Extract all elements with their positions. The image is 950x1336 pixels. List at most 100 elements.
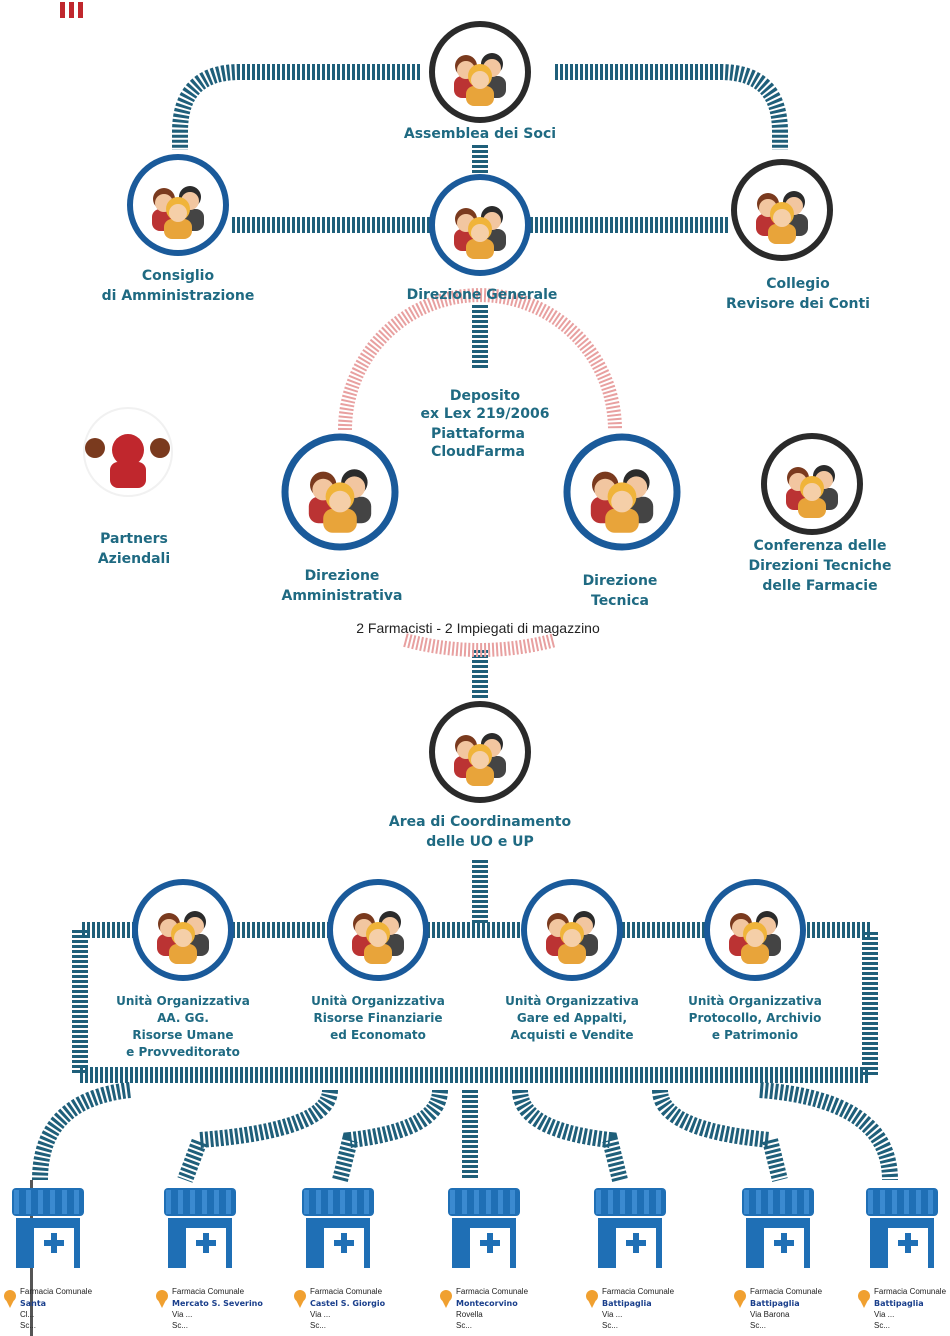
pharmacy-label-4: Sc... — [602, 1321, 618, 1330]
node-partners: Partners Aziendali — [83, 407, 173, 567]
unit-label-line: e Patrimonio — [712, 1028, 798, 1042]
pharmacy-label-4: Sc... — [310, 1321, 326, 1330]
connector-assemblea-consiglio — [172, 64, 420, 150]
unit-label-line: Gare ed Appalti, — [517, 1011, 627, 1025]
pharmacy-label-3: Rovella — [456, 1310, 483, 1319]
connector-pharmacy-1 — [32, 1082, 131, 1181]
staff-note: 2 Farmacisti - 2 Impiegati di magazzino — [356, 620, 600, 636]
pharmacy-label-4: Sc... — [172, 1321, 188, 1330]
connector-pharmacy-6 — [652, 1089, 788, 1182]
connector-units-frame — [72, 922, 878, 1083]
pharmacy-label-4: Sc... — [20, 1321, 36, 1330]
pharmacy-label-3: Via ... — [602, 1310, 622, 1319]
consiglio-label-1: Consiglio — [142, 268, 215, 284]
unit-label-line: Risorse Finanziarie — [314, 1011, 443, 1025]
node-dir-tecnica: Direzione Tecnica — [563, 433, 681, 609]
unit-label-line: Unità Organizzativa — [505, 994, 639, 1008]
area-coord-label-1: Area di Coordinamento — [389, 814, 572, 830]
unit-label-line: Unità Organizzativa — [688, 994, 822, 1008]
consiglio-label-2: di Amministrazione — [102, 288, 255, 304]
pharmacy-node: Farmacia ComunaleSantaCl...Sc... — [4, 1188, 93, 1330]
deposito-label-1: Deposito — [450, 388, 521, 404]
pharmacy-label-1: Farmacia Comunale — [456, 1287, 529, 1296]
pharmacy-label-1: Farmacia Comunale — [20, 1287, 93, 1296]
pharmacy-label-2: Battipaglia — [874, 1299, 924, 1308]
dir-tecnica-label-2: Tecnica — [591, 593, 649, 609]
unit-label-line: Unità Organizzativa — [116, 994, 250, 1008]
pharmacy-nodes: Farmacia ComunaleSantaCl...Sc...Farmacia… — [4, 1188, 947, 1330]
pharmacy-label-2: Mercato S. Severino — [172, 1299, 263, 1308]
logo — [58, 0, 88, 20]
pharmacy-label-3: Via ... — [874, 1310, 894, 1319]
unit-label-line: AA. GG. — [157, 1011, 209, 1025]
connector-assemblea-collegio — [555, 64, 788, 150]
store-awning — [448, 1188, 520, 1216]
pharmacy-label-1: Farmacia Comunale — [874, 1287, 947, 1296]
unit-label-line: Unità Organizzativa — [311, 994, 445, 1008]
dir-tecnica-label-1: Direzione — [583, 573, 658, 589]
conferenza-label-2: Direzioni Tecniche — [748, 558, 891, 574]
area-coord-label-2: delle UO e UP — [426, 834, 534, 850]
pharmacy-node: Farmacia ComunaleMontecorvinoRovellaSc..… — [440, 1188, 529, 1330]
pharmacy-label-3: Cl... — [20, 1310, 34, 1319]
deposito-arc — [338, 288, 622, 657]
node-collegio: Collegio Revisore dei Conti — [726, 159, 870, 312]
pharmacy-label-1: Farmacia Comunale — [310, 1287, 383, 1296]
connector-pharmacy-7 — [759, 1082, 898, 1181]
dir-amministrativa-label-1: Direzione — [305, 568, 380, 584]
node-consiglio: Consiglio di Amministrazione — [102, 154, 255, 304]
store-awning — [742, 1188, 814, 1216]
pharmacy-label-3: Via Barona — [750, 1310, 790, 1319]
conferenza-label-3: delle Farmacie — [762, 578, 877, 594]
assemblea-label: Assemblea dei Soci — [404, 126, 556, 142]
store-awning — [12, 1188, 84, 1216]
connectors — [32, 64, 898, 1183]
unit-label-line: Protocollo, Archivio — [689, 1011, 822, 1025]
pharmacy-label-3: Via ... — [310, 1310, 330, 1319]
connector-pharmacy-3 — [332, 1089, 448, 1182]
unit-label-line: e Provveditorato — [126, 1045, 240, 1059]
unit-label-line: ed Economato — [330, 1028, 426, 1042]
pharmacy-label-4: Sc... — [750, 1321, 766, 1330]
node-dir-amministrativa: Direzione Amministrativa — [281, 433, 403, 604]
pharmacy-label-2: Battipaglia — [602, 1299, 652, 1308]
node-conferenza: Conferenza delle Direzioni Tecniche dell… — [748, 433, 892, 594]
node-area-coord: Area di Coordinamento delle UO e UP — [389, 701, 572, 850]
conferenza-label-1: Conferenza delle — [754, 538, 887, 554]
connector-pharmacy-2 — [177, 1089, 338, 1183]
node-deposito: Deposito ex Lex 219/2006 Piattaforma Clo… — [420, 388, 549, 460]
dir-amministrativa-label-2: Amministrativa — [281, 588, 402, 604]
collegio-label-1: Collegio — [766, 276, 830, 292]
store-awning — [866, 1188, 938, 1216]
partners-label-2: Aziendali — [98, 551, 170, 567]
collegio-label-2: Revisore dei Conti — [726, 296, 870, 312]
pharmacy-label-2: Montecorvino — [456, 1299, 518, 1308]
direzione-generale-label: Direzione Generale — [407, 287, 558, 303]
node-assemblea: Assemblea dei Soci — [404, 21, 556, 142]
pharmacy-label-1: Farmacia Comunale — [602, 1287, 675, 1296]
deposito-label-4: CloudFarma — [431, 444, 525, 460]
deposito-label-3: Piattaforma — [431, 426, 525, 442]
unit-label-line: Acquisti e Vendite — [510, 1028, 633, 1042]
pharmacy-label-4: Sc... — [874, 1321, 890, 1330]
deposito-label-2: ex Lex 219/2006 — [420, 406, 549, 422]
pharmacy-label-3: Via ... — [172, 1310, 192, 1319]
unit-label-line: Risorse Umane — [132, 1028, 233, 1042]
pharmacy-label-2: Battipaglia — [750, 1299, 800, 1308]
pharmacy-label-1: Farmacia Comunale — [750, 1287, 823, 1296]
store-awning — [594, 1188, 666, 1216]
pharmacy-label-1: Farmacia Comunale — [172, 1287, 245, 1296]
partners-label-1: Partners — [100, 531, 168, 547]
node-direzione-generale: Direzione Generale — [407, 174, 558, 303]
pharmacy-label-4: Sc... — [456, 1321, 472, 1330]
